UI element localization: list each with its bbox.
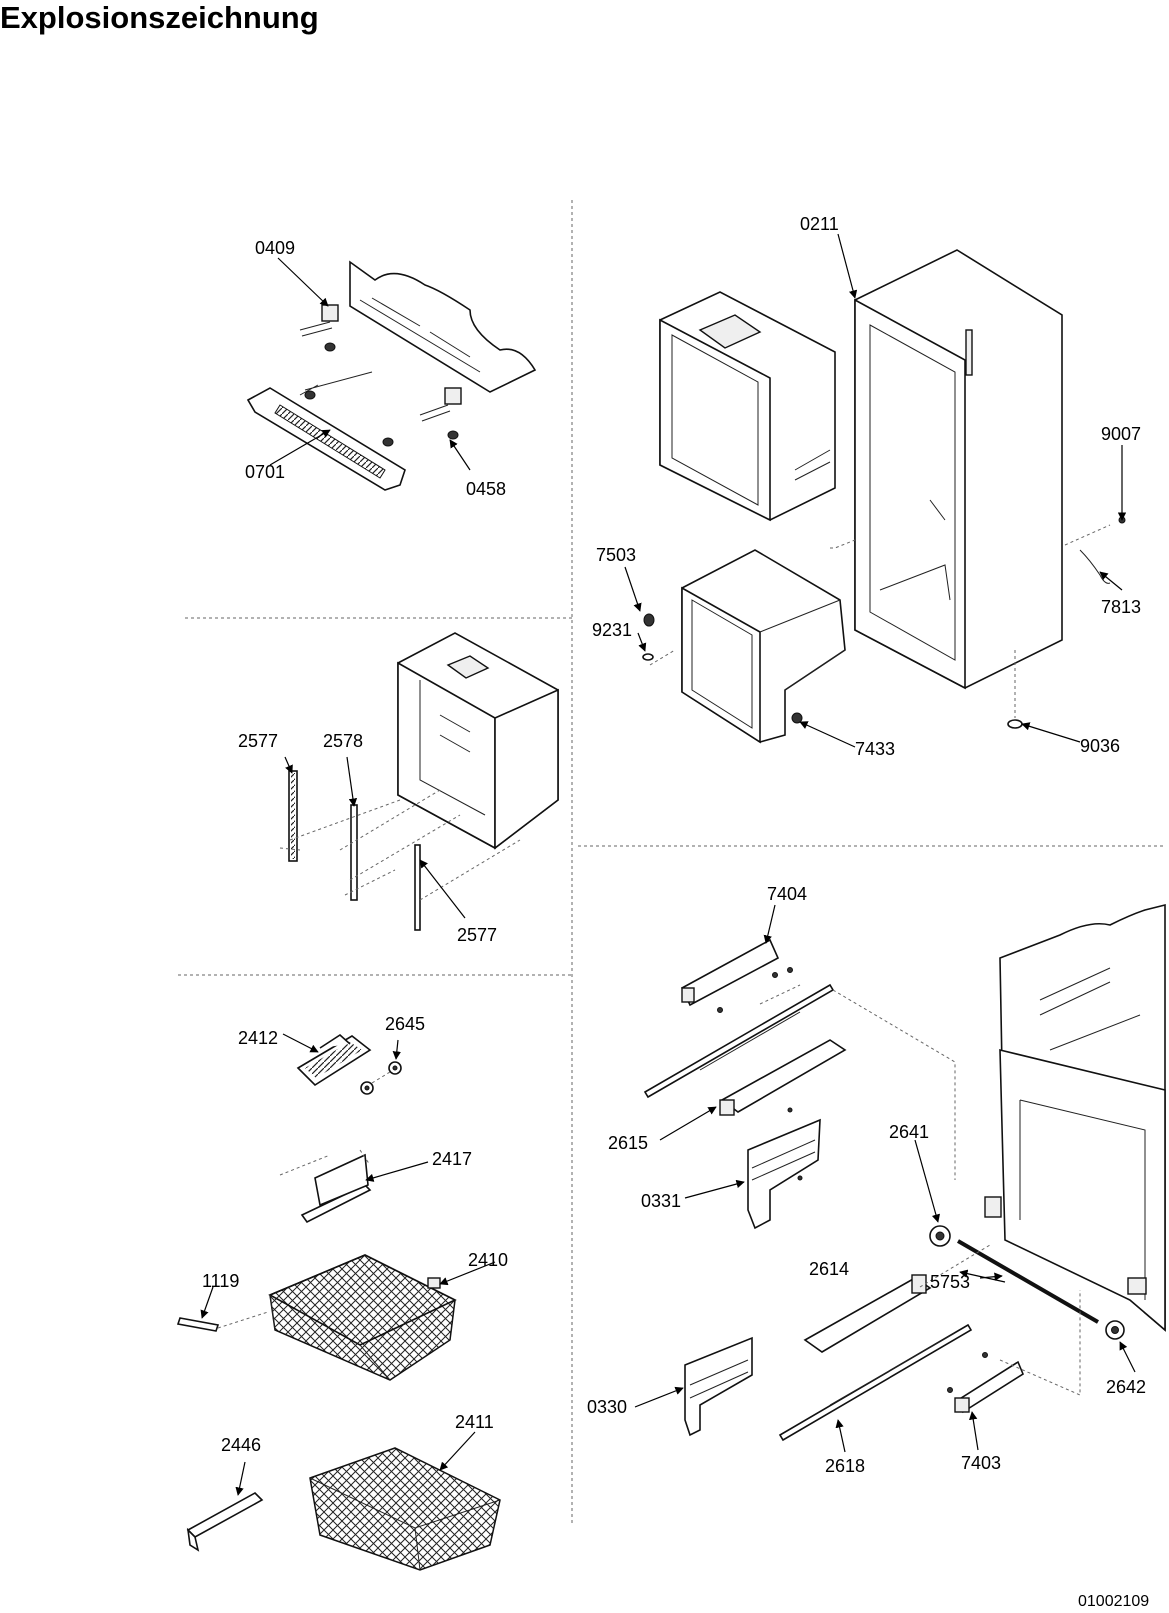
callout-7403: 7403 bbox=[961, 1453, 1001, 1473]
callout-2618: 2618 bbox=[825, 1456, 865, 1476]
leader-lines bbox=[200, 233, 1136, 1496]
slide-track-2615 bbox=[719, 1039, 847, 1116]
cabinet-shell bbox=[854, 249, 1063, 690]
callout-2578: 2578 bbox=[323, 731, 363, 751]
callout-0701: 0701 bbox=[245, 462, 285, 482]
basket-bracket-2417 bbox=[279, 1149, 372, 1224]
wire-basket-2410 bbox=[268, 1254, 457, 1381]
slide-track-2614 bbox=[803, 1274, 932, 1353]
basket-handle-1119 bbox=[176, 1311, 269, 1332]
callout-0331: 0331 bbox=[641, 1191, 681, 1211]
callout-1119: 1119 bbox=[202, 1271, 239, 1291]
callout-2577-a: 2577 bbox=[238, 731, 278, 751]
callout-2645: 2645 bbox=[385, 1014, 425, 1034]
small-parts-cabinet bbox=[642, 516, 1126, 729]
toe-grille bbox=[246, 371, 406, 491]
fresh-food-liner bbox=[659, 291, 836, 522]
callout-2642: 2642 bbox=[1106, 1377, 1146, 1397]
callout-5753: 5753 bbox=[930, 1272, 970, 1292]
wire-basket-2411 bbox=[309, 1447, 501, 1571]
section-dividers bbox=[178, 200, 1165, 1525]
callout-9036: 9036 bbox=[1080, 736, 1120, 756]
callout-7813: 7813 bbox=[1101, 597, 1141, 617]
callout-9007: 9007 bbox=[1101, 424, 1141, 444]
callout-2614: 2614 bbox=[809, 1259, 849, 1279]
callout-0458: 0458 bbox=[466, 479, 506, 499]
slide-bracket-7403 bbox=[947, 1352, 1024, 1414]
slide-rail-2618 bbox=[778, 1323, 973, 1442]
basket-divider-2446 bbox=[186, 1492, 264, 1552]
slide-bracket-0331 bbox=[747, 1107, 821, 1230]
slide-bracket-7404 bbox=[680, 938, 793, 1013]
callout-2577-b: 2577 bbox=[457, 925, 497, 945]
callout-2410: 2410 bbox=[468, 1250, 508, 1270]
callout-labels: 0409 0701 0458 2577 2578 2577 2412 2645 … bbox=[202, 214, 1146, 1476]
callout-7404: 7404 bbox=[767, 884, 807, 904]
drawer-rod-5753 bbox=[929, 1225, 1125, 1340]
rails-2577-2578 bbox=[279, 770, 521, 931]
document-number: 01002109 bbox=[1078, 1593, 1149, 1610]
callout-0330: 0330 bbox=[587, 1397, 627, 1417]
freezer-cabinet-right bbox=[984, 903, 1166, 1332]
page-title: Explosionszeichnung bbox=[0, 0, 319, 35]
ice-bin-housing bbox=[681, 549, 846, 744]
hinge-bracket-left bbox=[299, 304, 339, 352]
callout-0409: 0409 bbox=[255, 238, 295, 258]
callout-9231: 9231 bbox=[592, 620, 632, 640]
callout-0211: 0211 bbox=[800, 214, 839, 234]
slide-bracket-0330 bbox=[684, 1336, 753, 1437]
basket-divider-2412 bbox=[296, 1033, 402, 1095]
hinge-bracket-right bbox=[419, 387, 462, 440]
callout-2411: 2411 bbox=[455, 1412, 494, 1432]
slide-rail-upper bbox=[643, 983, 835, 1099]
callout-2615: 2615 bbox=[608, 1133, 648, 1153]
callout-2412: 2412 bbox=[238, 1028, 278, 1048]
callout-7433: 7433 bbox=[855, 739, 895, 759]
callout-2417: 2417 bbox=[432, 1149, 472, 1169]
cabinet-bottom-fragment bbox=[349, 260, 537, 393]
callout-2641: 2641 bbox=[889, 1122, 929, 1142]
freezer-liner-left bbox=[397, 632, 559, 850]
callout-2446: 2446 bbox=[221, 1435, 261, 1455]
callout-7503: 7503 bbox=[596, 545, 636, 565]
